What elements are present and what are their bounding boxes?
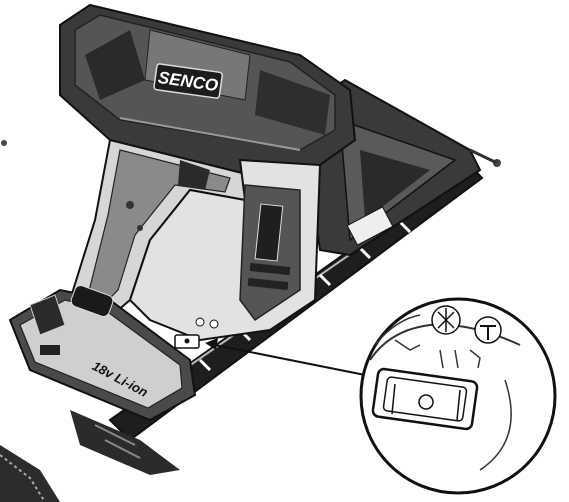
sequential-mode-icon <box>195 317 205 327</box>
zoom-detail-circle <box>359 297 557 495</box>
bump-mode-icon <box>209 319 219 329</box>
handle <box>68 138 252 332</box>
corner-fragment-graphic <box>0 140 60 502</box>
battery-pack: 18v Li-ion <box>8 285 197 422</box>
base-plate <box>70 410 180 475</box>
motor-body: SENCO <box>59 3 357 177</box>
trigger <box>178 160 210 190</box>
sequential-mode-icon <box>431 305 461 335</box>
brand-badge: SENCO <box>153 63 223 99</box>
bump-mode-icon <box>474 316 502 344</box>
callout-arrow <box>205 338 366 376</box>
mode-switch-detail <box>371 367 479 431</box>
mode-selector <box>174 317 219 349</box>
lower-body <box>128 158 322 349</box>
